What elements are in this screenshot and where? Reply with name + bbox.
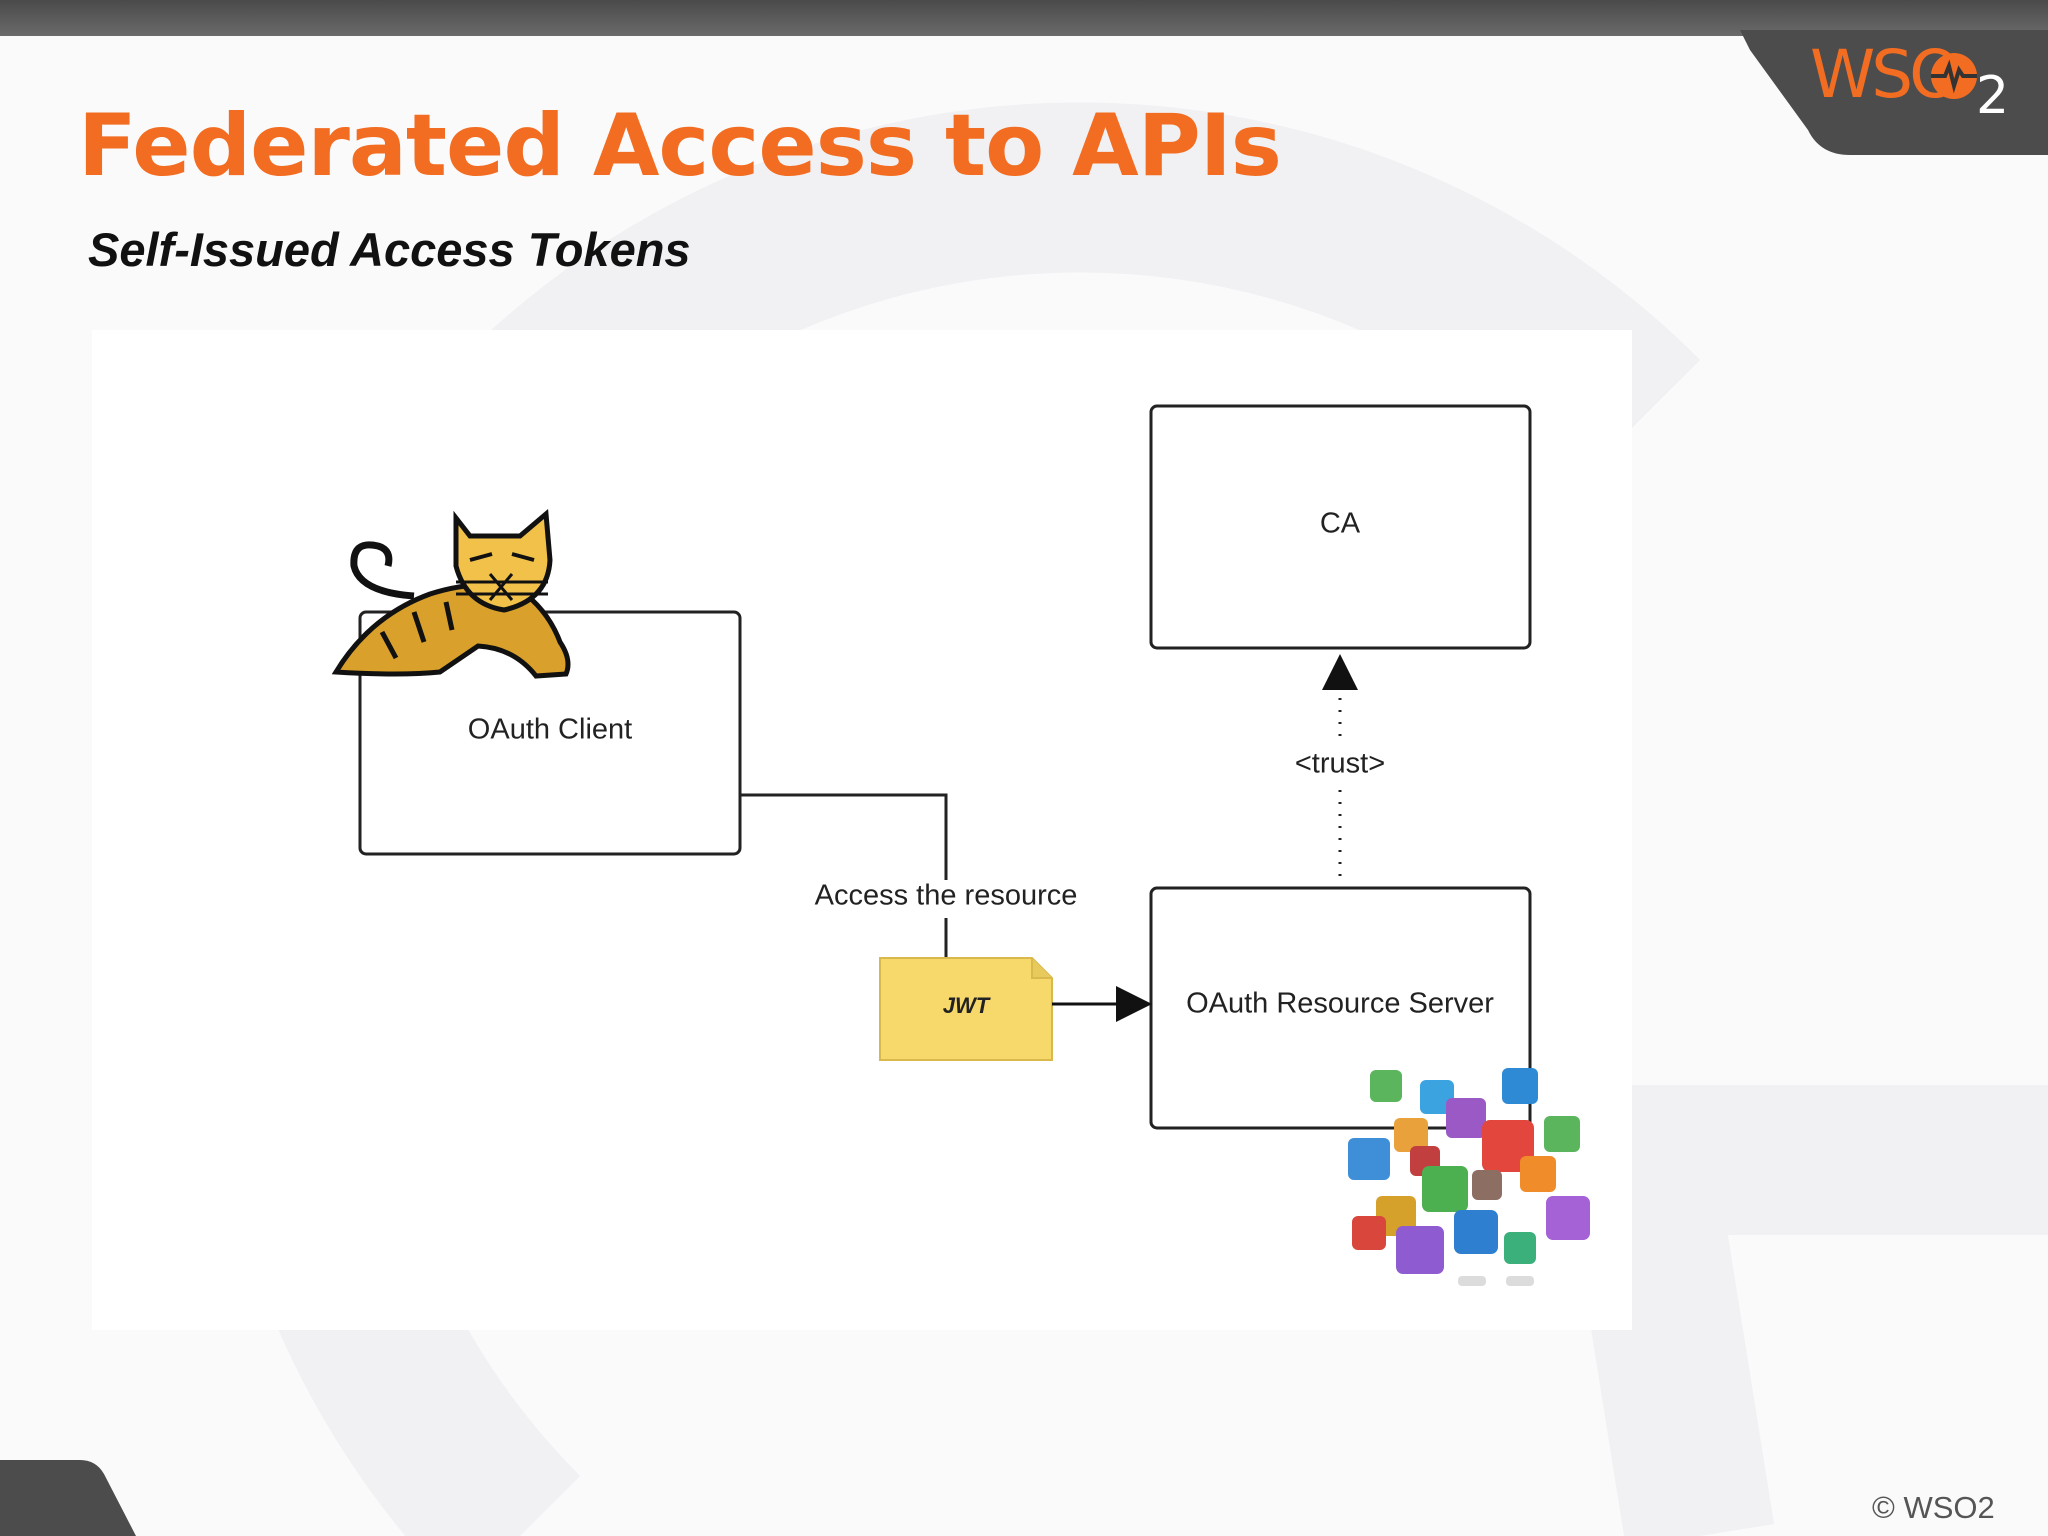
oauth-client-label: OAuth Client [467, 713, 633, 746]
oauth-client-box [358, 610, 742, 856]
jwt-note-fold [1031, 958, 1052, 979]
resource-server-label: OAuth Resource Server [1186, 987, 1494, 1020]
ca-label: CA [1319, 507, 1361, 540]
jwt-label: JWT [942, 993, 990, 1018]
app-icons-cluster [1348, 1068, 1590, 1286]
slide-title: Federated Access to APIs [78, 96, 1282, 196]
heartbeat-icon [1931, 53, 1977, 99]
copyright-footer: © WSO2 [1872, 1490, 1995, 1525]
top-bar [0, 0, 2048, 36]
corner-tab [0, 1460, 136, 1536]
ca-box [1149, 404, 1532, 650]
access-edge-label: Access the resource [814, 879, 1078, 912]
logo-subscript: 2 [1976, 66, 2010, 126]
tomcat-cat-icon [331, 508, 571, 679]
trust-edge-label: <trust> [1294, 747, 1386, 780]
slide-subtitle: Self-Issued Access Tokens [88, 223, 691, 276]
access-connector-upper [740, 793, 948, 880]
jwt-note [879, 957, 1053, 1061]
wso2-logo: WSO 2 [1810, 36, 2010, 126]
